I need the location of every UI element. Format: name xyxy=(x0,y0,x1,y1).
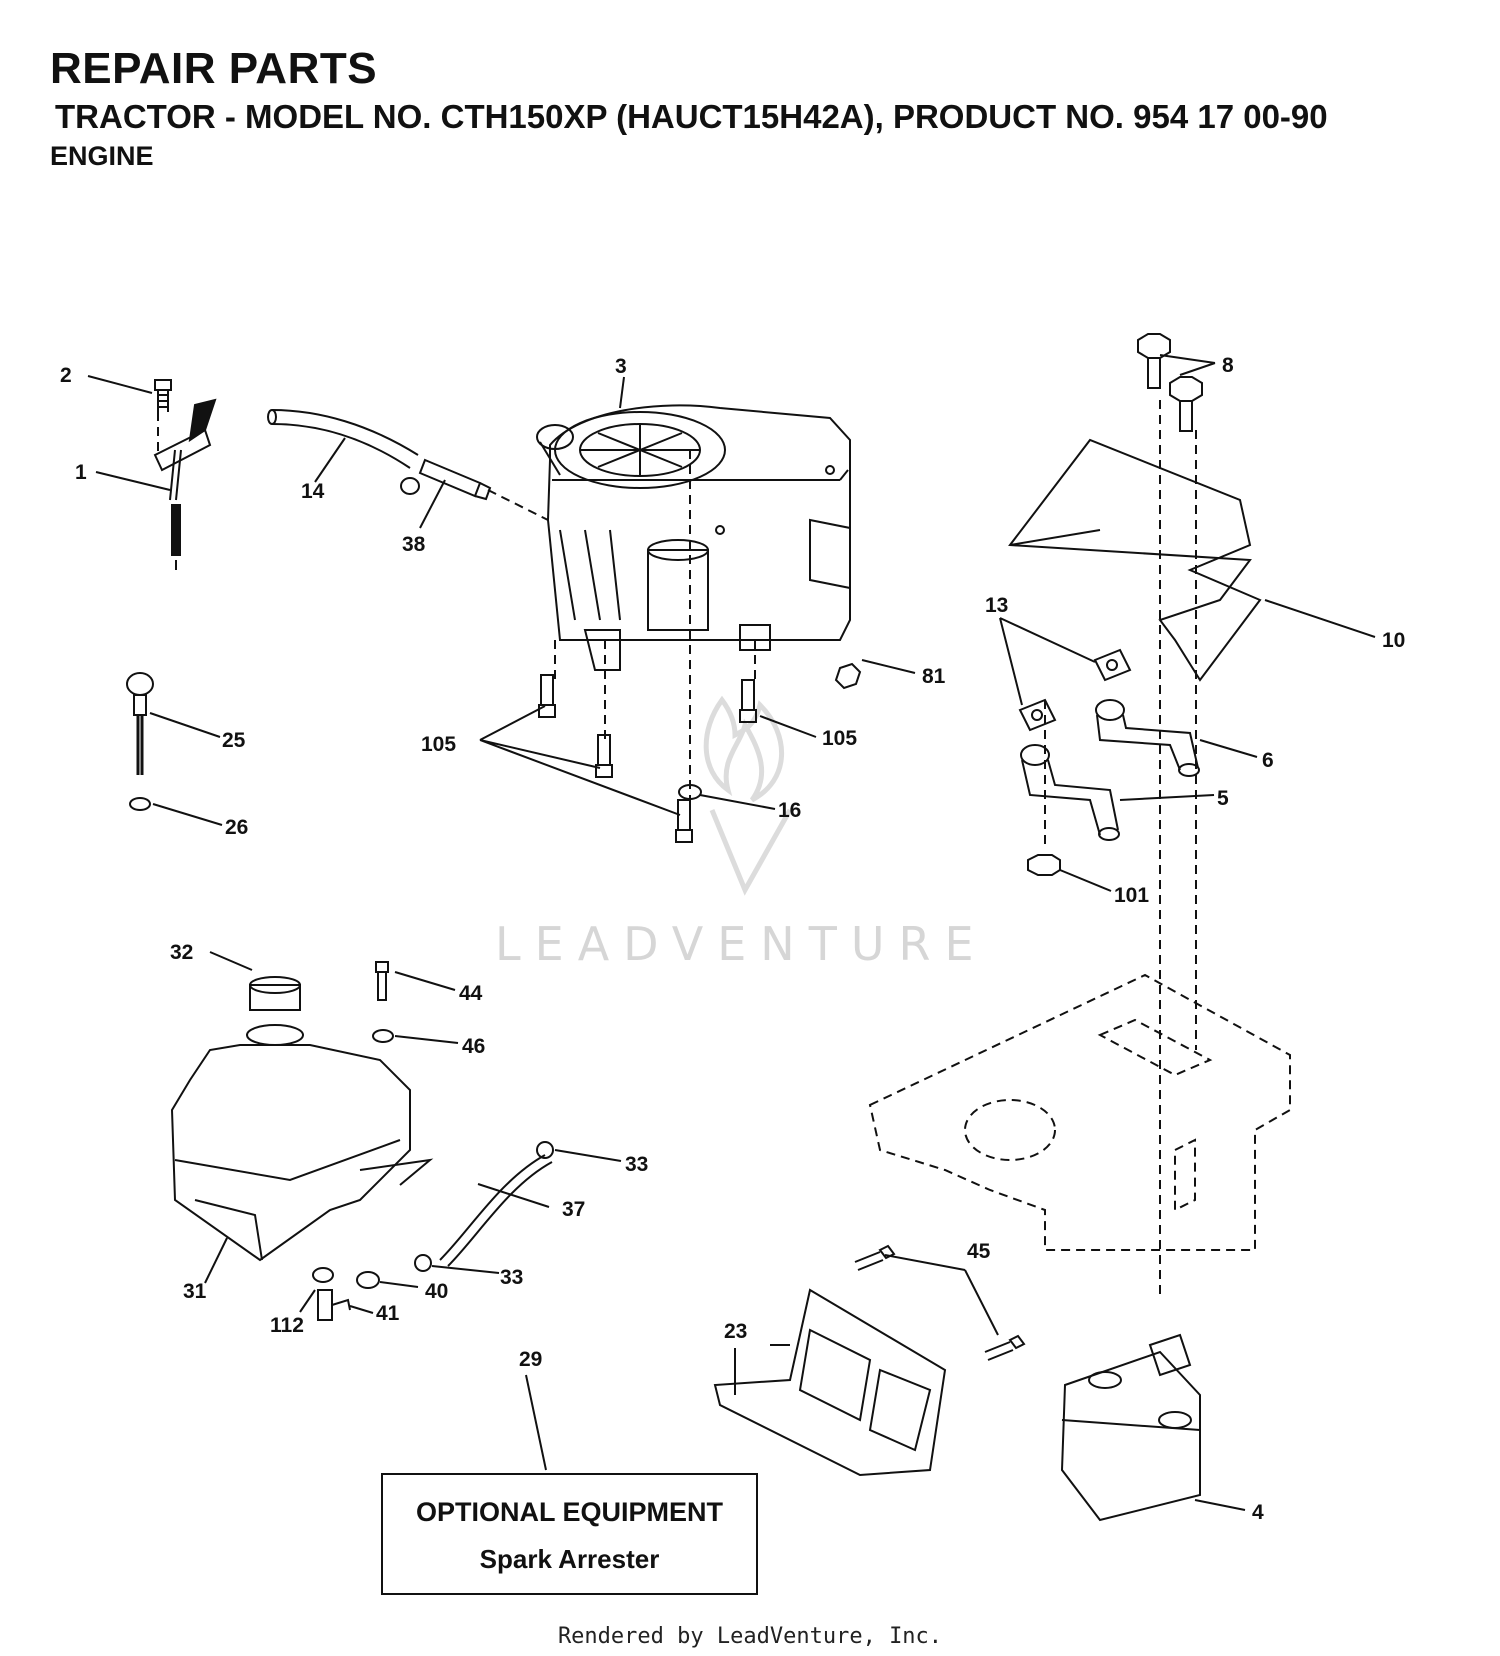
callout-44: 44 xyxy=(459,982,483,1005)
screw-8-parts xyxy=(1137,333,1203,432)
callout-numbers: 2 1 3 14 38 8 10 13 81 25 26 105 105 16 … xyxy=(60,354,1405,1524)
exhaust-pipe-6-part xyxy=(1095,699,1200,777)
footer-credit: Rendered by LeadVenture, Inc. xyxy=(557,1624,943,1649)
callout-46: 46 xyxy=(462,1035,485,1058)
leader-lines xyxy=(87,354,1376,1511)
callout-45: 45 xyxy=(967,1240,991,1263)
callout-16: 16 xyxy=(778,799,801,822)
dipstick-part xyxy=(126,672,154,811)
callout-4: 4 xyxy=(1252,1501,1264,1524)
heat-shield-10-part xyxy=(1008,438,1262,682)
optional-equipment-item: Spark Arrester xyxy=(479,1544,660,1574)
nut-101-part xyxy=(1027,854,1061,876)
model-subtitle: TRACTOR - MODEL NO. CTH150XP (HAUCT15H42… xyxy=(55,98,1328,135)
fuel-fitting-parts xyxy=(312,1267,380,1321)
callout-14: 14 xyxy=(301,480,325,503)
fuel-hose-part xyxy=(267,409,419,469)
callout-5: 5 xyxy=(1217,787,1229,810)
fuel-cap-32-part xyxy=(249,976,301,1011)
throttle-control-part xyxy=(153,379,217,570)
callout-26: 26 xyxy=(225,816,248,839)
callout-112: 112 xyxy=(270,1314,304,1337)
optional-equipment-box: OPTIONAL EQUIPMENT Spark Arrester xyxy=(381,1473,758,1595)
callout-2: 2 xyxy=(60,364,72,387)
callout-10: 10 xyxy=(1382,629,1405,652)
screw-45-parts xyxy=(854,1244,1026,1361)
fuel-filter-part xyxy=(400,458,492,501)
gasket-13-parts xyxy=(1018,648,1132,732)
callout-101: 101 xyxy=(1114,884,1149,907)
callout-8: 8 xyxy=(1222,354,1234,377)
engine-part xyxy=(536,404,851,671)
optional-equipment-title: OPTIONAL EQUIPMENT xyxy=(415,1497,724,1527)
fuel-tank-31-part xyxy=(170,1024,434,1262)
watermark-text: LEADVENTURE xyxy=(495,917,988,971)
callout-41: 41 xyxy=(376,1302,400,1325)
callout-37: 37 xyxy=(562,1198,585,1221)
callout-81: 81 xyxy=(922,665,946,688)
screw-44-part xyxy=(375,961,389,1001)
callout-105-left: 105 xyxy=(421,733,456,756)
clamp-33-parts xyxy=(414,1141,554,1272)
callout-25: 25 xyxy=(222,729,246,752)
fuel-line-37-part xyxy=(439,1154,553,1267)
bracket-23-part xyxy=(713,1288,947,1477)
watermark-logo-icon xyxy=(703,695,793,896)
callout-6: 6 xyxy=(1262,749,1274,772)
exhaust-pipe-5-part xyxy=(1020,744,1120,841)
callout-105-right: 105 xyxy=(822,727,857,750)
callout-40: 40 xyxy=(425,1280,448,1303)
page-title: REPAIR PARTS xyxy=(50,44,378,93)
callout-32: 32 xyxy=(170,941,193,964)
nut-81-part xyxy=(834,662,862,690)
frame-outline xyxy=(157,400,1291,1300)
callout-1: 1 xyxy=(75,461,87,484)
callout-31: 31 xyxy=(183,1280,207,1303)
callout-33-top: 33 xyxy=(625,1153,648,1176)
callout-33-bottom: 33 xyxy=(500,1266,523,1289)
callout-38: 38 xyxy=(402,533,426,556)
washer-46-part xyxy=(372,1029,394,1043)
section-label: ENGINE xyxy=(50,141,154,171)
callout-29: 29 xyxy=(519,1348,542,1371)
callout-3: 3 xyxy=(615,355,627,378)
callout-13: 13 xyxy=(985,594,1008,617)
muffler-4-part xyxy=(1060,1333,1201,1522)
callout-23: 23 xyxy=(724,1320,747,1343)
